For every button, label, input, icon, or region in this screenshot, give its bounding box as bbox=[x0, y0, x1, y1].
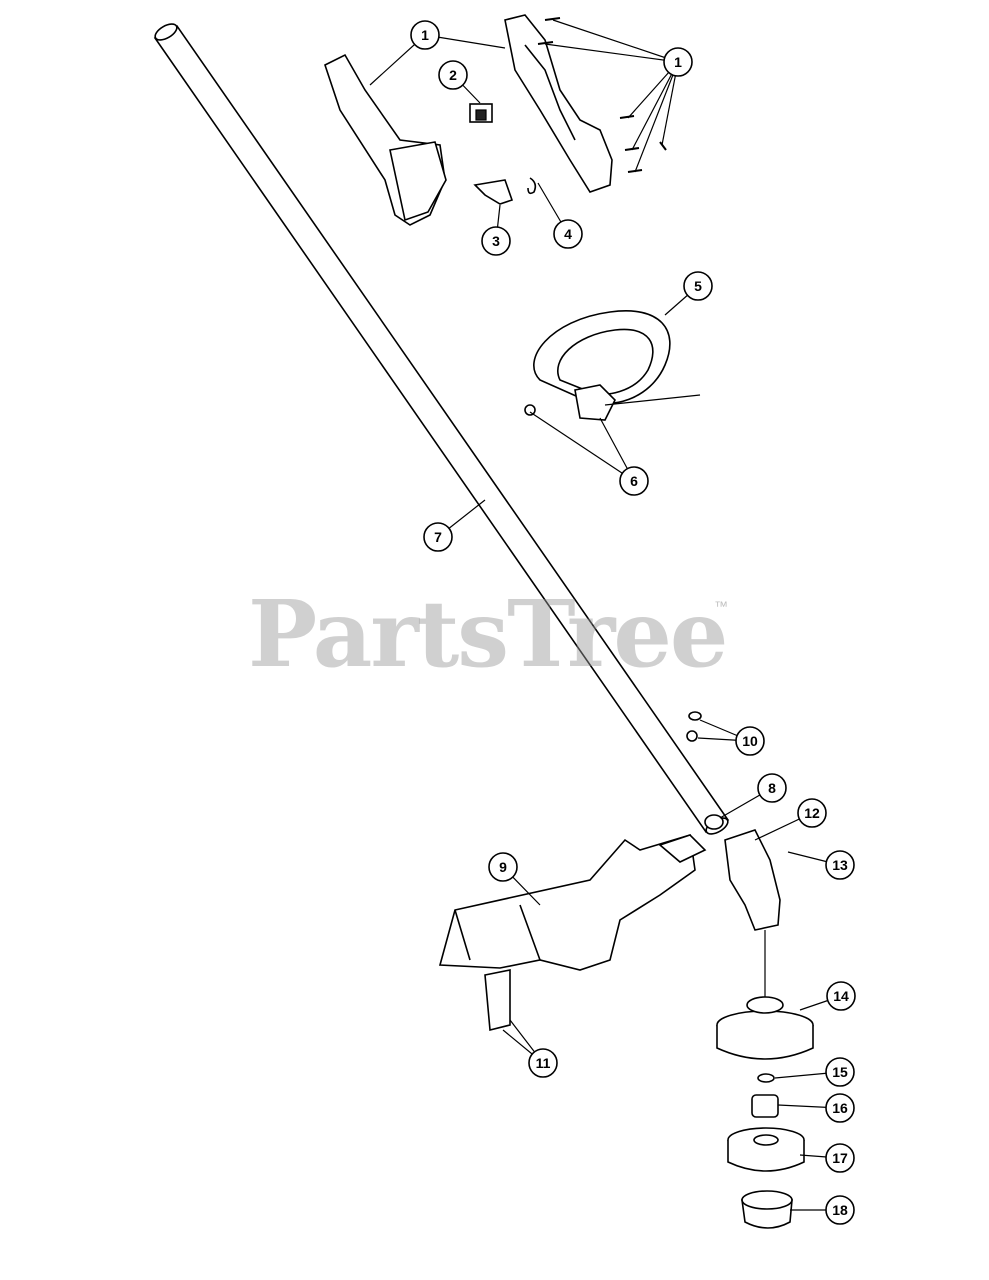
callout-number: 14 bbox=[833, 988, 849, 1004]
callout-1: 1 bbox=[410, 20, 440, 50]
callout-9: 9 bbox=[488, 852, 518, 882]
callout-number: 8 bbox=[768, 780, 776, 796]
callout-10: 10 bbox=[735, 726, 765, 756]
callout-circle bbox=[826, 981, 856, 1011]
callout-circle bbox=[619, 466, 649, 496]
callout-circle bbox=[528, 1048, 558, 1078]
leader-line bbox=[552, 19, 679, 63]
callout-circle bbox=[663, 47, 693, 77]
callout-16: 16 bbox=[825, 1093, 855, 1123]
callout-circle bbox=[735, 726, 765, 756]
leader-line bbox=[544, 43, 679, 63]
washer bbox=[757, 1073, 775, 1083]
callout-circle bbox=[825, 1057, 855, 1087]
callout-number: 18 bbox=[832, 1202, 848, 1218]
callout-18: 18 bbox=[825, 1195, 855, 1225]
callout-number: 6 bbox=[630, 473, 638, 489]
shaft-tube bbox=[153, 23, 730, 835]
callout-number: 4 bbox=[564, 226, 572, 242]
callout-8: 8 bbox=[757, 773, 787, 803]
gear-head bbox=[704, 814, 781, 1000]
callout-14: 14 bbox=[826, 981, 856, 1011]
callout-7: 7 bbox=[423, 522, 453, 552]
callout-circle bbox=[797, 798, 827, 828]
leader-line bbox=[529, 411, 635, 482]
callout-circle bbox=[683, 271, 713, 301]
callout-circle bbox=[488, 852, 518, 882]
callout-15: 15 bbox=[825, 1057, 855, 1087]
callout-number: 7 bbox=[434, 529, 442, 545]
callout-2: 2 bbox=[438, 60, 468, 90]
trigger bbox=[473, 177, 537, 205]
callout-circle bbox=[825, 850, 855, 880]
grass-guard bbox=[438, 833, 696, 1032]
callout-number: 9 bbox=[499, 859, 507, 875]
callout-circle bbox=[481, 226, 511, 256]
spool bbox=[727, 1127, 805, 1172]
callout-5: 5 bbox=[683, 271, 713, 301]
spring bbox=[751, 1094, 779, 1118]
callout-3: 3 bbox=[481, 226, 511, 256]
callout-12: 12 bbox=[797, 798, 827, 828]
callout-1: 1 bbox=[663, 47, 693, 77]
callout-number: 1 bbox=[421, 27, 429, 43]
leader-line bbox=[634, 61, 679, 173]
callout-circle bbox=[757, 773, 787, 803]
bump-knob bbox=[741, 1190, 793, 1229]
callout-number: 2 bbox=[449, 67, 457, 83]
callout-circle bbox=[825, 1093, 855, 1123]
callout-number: 10 bbox=[742, 733, 758, 749]
callout-circle bbox=[553, 219, 583, 249]
callout-13: 13 bbox=[825, 850, 855, 880]
callout-17: 17 bbox=[825, 1143, 855, 1173]
assist-handle bbox=[524, 310, 701, 421]
spool-housing bbox=[716, 996, 814, 1060]
callout-4: 4 bbox=[553, 219, 583, 249]
callout-circle bbox=[438, 60, 468, 90]
handle-half bbox=[504, 14, 613, 193]
callout-number: 16 bbox=[832, 1100, 848, 1116]
leader-line bbox=[631, 61, 679, 151]
callout-number: 12 bbox=[804, 805, 820, 821]
callout-11: 11 bbox=[528, 1048, 558, 1078]
callout-number: 1 bbox=[674, 54, 682, 70]
callout-number: 15 bbox=[832, 1064, 848, 1080]
callout-circle bbox=[410, 20, 440, 50]
callout-number: 5 bbox=[694, 278, 702, 294]
callout-circle bbox=[825, 1143, 855, 1173]
callout-circle bbox=[423, 522, 453, 552]
switch bbox=[469, 103, 493, 123]
callout-number: 11 bbox=[536, 1055, 551, 1071]
trademark-mark: ™ bbox=[714, 598, 728, 614]
clamp bbox=[658, 711, 707, 863]
callout-number: 13 bbox=[832, 857, 848, 873]
callout-number: 3 bbox=[492, 233, 500, 249]
callout-6: 6 bbox=[619, 466, 649, 496]
rear-handle bbox=[324, 53, 447, 226]
watermark: PartsTree bbox=[248, 580, 728, 688]
callout-number: 17 bbox=[832, 1150, 848, 1166]
callout-circle bbox=[825, 1195, 855, 1225]
